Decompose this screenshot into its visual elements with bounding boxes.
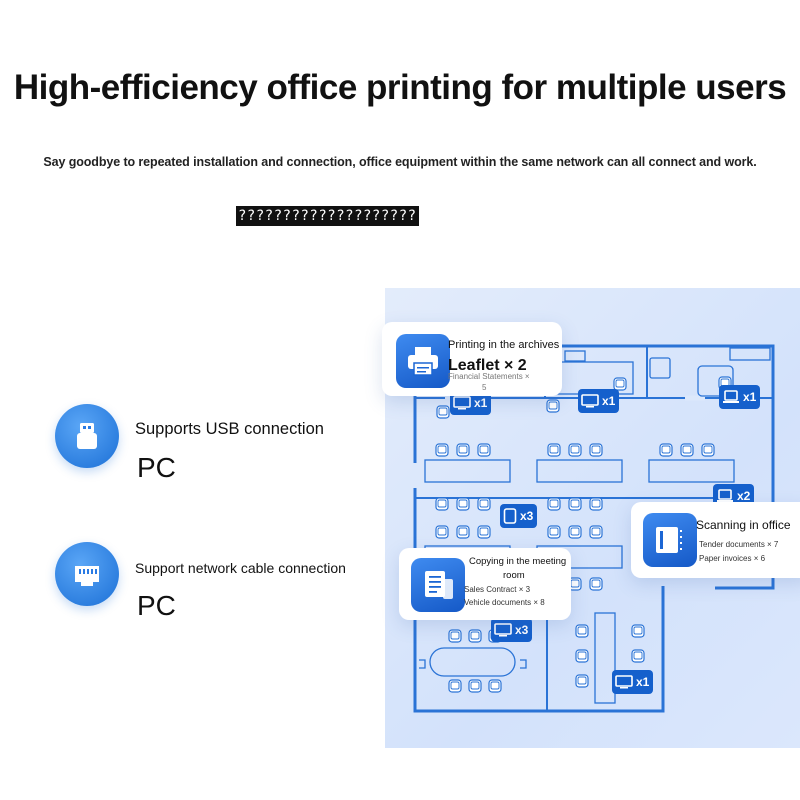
card-printing-archives: Printing in the archives Leaflet × 2 Fin…	[382, 322, 562, 396]
device-badge: x3	[500, 504, 538, 528]
tablet-icon	[503, 508, 517, 524]
laptop-icon	[723, 390, 739, 403]
device-count: x1	[743, 390, 757, 404]
feature-value: PC	[137, 590, 176, 621]
card-line: Sales Contract × 3	[464, 585, 531, 594]
placeholder-text-block: ????????????????????	[236, 206, 419, 226]
device-count: x1	[474, 396, 488, 410]
page-subtitle: Say goodbye to repeated installation and…	[43, 155, 757, 169]
device-count: x2	[737, 489, 751, 503]
monitor-icon	[615, 675, 633, 689]
device-badge: x3	[491, 618, 533, 642]
laptop-icon	[717, 489, 733, 502]
card-line: 5	[482, 383, 487, 392]
card-title: Printing in the archives	[448, 339, 560, 351]
card-copying-meeting-room: Copying in the meeting room Sales Contra…	[399, 548, 571, 620]
device-badge: x1	[612, 670, 654, 694]
feature-network: Support network cable connection PC	[55, 542, 375, 621]
ethernet-icon	[55, 542, 119, 606]
card-title-cont: room	[503, 570, 525, 581]
page-title: High-efficiency office printing for mult…	[13, 68, 787, 107]
device-count: x1	[636, 675, 650, 689]
card-line: Vehicle documents × 8	[464, 598, 545, 607]
monitor-icon	[453, 396, 471, 410]
feature-value: PC	[137, 452, 176, 483]
monitor-icon	[494, 623, 512, 637]
card-main-item: Leaflet × 2	[448, 357, 527, 374]
usb-icon	[55, 404, 119, 468]
device-badge: x1	[719, 385, 761, 409]
card-title: Copying in the meeting	[469, 556, 567, 567]
card-line: Paper invoices × 6	[699, 554, 766, 563]
card-scanning-office: Scanning in office Tender documents × 7 …	[631, 502, 800, 578]
card-line: Financial Statements ×	[448, 372, 530, 381]
card-line: Tender documents × 7	[699, 540, 779, 549]
device-count: x1	[602, 394, 616, 408]
device-count: x3	[515, 623, 529, 637]
document-icon	[411, 558, 465, 612]
printer-icon	[396, 334, 450, 388]
monitor-icon	[581, 394, 599, 408]
feature-usb: Supports USB connection PC	[55, 404, 375, 483]
card-title: Scanning in office	[696, 518, 791, 532]
device-count: x3	[520, 509, 534, 523]
feature-label: Supports USB connection	[135, 420, 324, 438]
scanner-icon	[643, 513, 697, 567]
feature-label: Support network cable connection	[135, 560, 346, 576]
device-badge: x1	[578, 389, 620, 413]
